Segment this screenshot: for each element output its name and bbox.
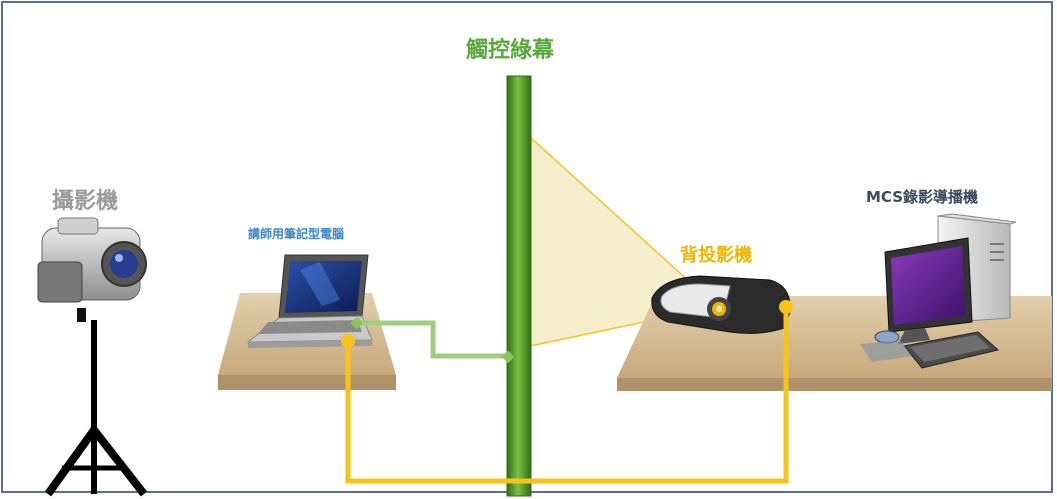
projector-icon — [651, 275, 791, 334]
yellow-cable — [345, 307, 789, 484]
touch-screen-label: 觸控綠幕 — [466, 38, 555, 63]
projector-label: 背投影機 — [680, 245, 752, 266]
green-cable — [356, 320, 508, 359]
video-camera-icon — [37, 217, 148, 497]
desktop-computer-icon — [860, 213, 1017, 369]
yellow-cable-end-laptop — [341, 334, 355, 348]
green-cable-end-screen — [501, 350, 515, 364]
yellow-cable-end-projector — [779, 300, 793, 314]
touch-screen-pole — [506, 75, 532, 497]
green-cable-end-laptop — [350, 316, 364, 330]
laptop-icon — [246, 254, 373, 348]
laptop-label: 講師用筆記型電腦 — [248, 227, 345, 241]
beam-edge-top — [529, 136, 716, 306]
recorder-label: MCS錄影導播機 — [866, 188, 979, 206]
camera-label: 攝影機 — [52, 189, 119, 214]
